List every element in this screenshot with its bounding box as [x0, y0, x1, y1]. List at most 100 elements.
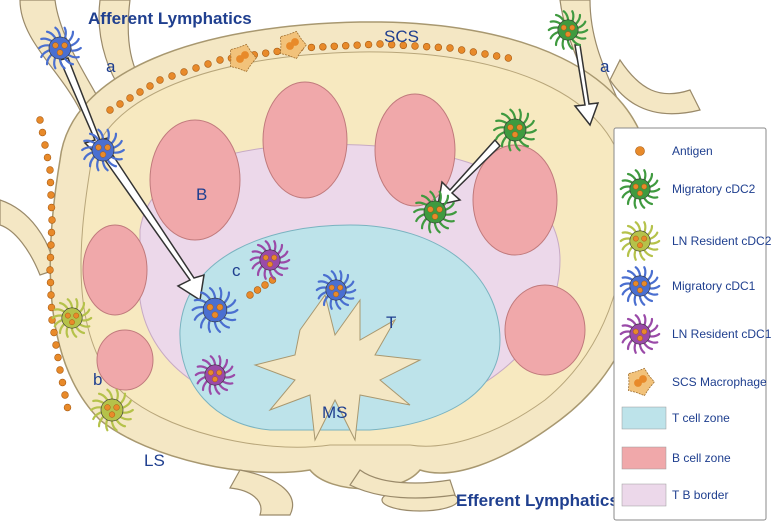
scs-label: SCS	[384, 27, 419, 46]
medullary-sinus	[253, 293, 422, 442]
antigen-dot	[469, 48, 478, 56]
antigen-dot	[422, 42, 431, 51]
antigen-dot	[192, 64, 200, 72]
antigen-dot	[387, 40, 396, 49]
antigen-dot	[50, 328, 58, 337]
efferent-vessel	[229, 469, 459, 516]
antigen-dot	[246, 291, 254, 299]
antigen-dot	[204, 60, 212, 68]
antigen-dot	[399, 41, 408, 50]
legend-item-label: T cell zone	[672, 411, 730, 425]
antigen-dot	[481, 50, 489, 58]
legend-item: T B border	[621, 483, 728, 507]
migratory-cdc2-cell	[493, 108, 537, 152]
antigen-dot	[446, 44, 454, 52]
ls-label: LS	[144, 451, 165, 470]
antigen-dot	[61, 391, 69, 399]
legend-item: Migratory cDC2	[619, 169, 756, 209]
antigen-dot	[52, 341, 60, 349]
antigen-dot	[411, 42, 419, 50]
antigen-dot-icon	[635, 146, 645, 156]
migratory-cdc1-cell	[38, 26, 82, 70]
antigen-dot	[457, 46, 466, 54]
migratory-cdc1-cell	[315, 270, 357, 310]
pathway-a-right-label: a	[600, 57, 610, 76]
legend-item-label: LN Resident cDC1	[672, 327, 772, 341]
antigen-dot	[216, 56, 224, 64]
antigen-dot	[136, 88, 144, 96]
antigen-dot	[47, 203, 56, 212]
antigen-dot	[168, 72, 176, 80]
antigen-dot	[46, 178, 55, 187]
ln-resident-cdc1-cell-icon	[619, 314, 661, 354]
antigen-dot	[46, 253, 55, 262]
antigen-dot	[106, 106, 114, 114]
legend-item-label: Antigen	[672, 144, 713, 158]
antigen-dot	[261, 281, 269, 289]
migratory-cdc2-cell	[413, 190, 457, 234]
legend-item-label: Migratory cDC1	[672, 279, 756, 293]
antigen-dot	[504, 54, 513, 62]
legend-item-label: B cell zone	[672, 451, 731, 465]
scs-macrophage-icon	[628, 367, 655, 397]
antigen-dot	[48, 216, 56, 224]
antigen-dot	[273, 47, 281, 56]
b-cell-zone-swatch	[621, 446, 667, 470]
ms-label: MS	[322, 403, 348, 422]
migration-arrows	[58, 44, 600, 302]
antigen-dot	[126, 94, 134, 102]
antigen-dot	[353, 41, 361, 49]
pathway-a-left-label: a	[106, 57, 116, 76]
pathway-c-label: c	[232, 261, 241, 280]
antigen-dot	[46, 166, 54, 174]
antigen-dots	[36, 40, 513, 412]
antigen-dot	[38, 128, 47, 137]
antigen-dot	[58, 378, 67, 387]
migratory-cdc2-cell-icon	[619, 169, 661, 209]
legend-item: Antigen	[635, 144, 713, 158]
migratory-cdc1-cell	[191, 287, 239, 333]
antigen-dot	[41, 141, 49, 149]
afferent-lymphatics-label: Afferent Lymphatics	[88, 9, 252, 28]
antigen-dot	[47, 191, 55, 199]
antigen-dot	[180, 68, 188, 76]
antigen-dot	[46, 266, 54, 274]
ln-resident-cdc1-cell	[249, 240, 291, 280]
t-b-border-swatch	[621, 483, 667, 507]
scs-macrophage	[230, 43, 257, 73]
b-cell-follicles	[82, 81, 586, 391]
ln-resident-cdc2-cell	[90, 388, 134, 432]
antigen-dot	[56, 366, 64, 374]
scs-macrophage	[280, 30, 307, 60]
antigen-dot	[36, 116, 44, 124]
ln-resident-cdc2-cell	[51, 298, 93, 338]
efferent-lymphatics-label: Efferent Lymphatics	[456, 491, 619, 510]
antigen-dot	[43, 153, 52, 162]
antigen-dot	[434, 43, 443, 52]
antigen-dot	[330, 42, 338, 50]
legend-item: T cell zone	[621, 406, 730, 430]
legend-item-label: T B border	[672, 488, 728, 502]
antigen-dot	[47, 228, 56, 237]
antigen-dot	[307, 43, 316, 52]
antigen-dot	[63, 403, 72, 412]
t-cell-zone-swatch	[621, 406, 667, 430]
antigen-dot	[342, 42, 350, 50]
migratory-cdc1-cell	[81, 128, 125, 172]
antigen-dot	[319, 43, 327, 51]
legend-item: SCS Macrophage	[628, 367, 767, 397]
antigen-dot	[47, 303, 56, 312]
migratory-cdc1-cell-icon	[619, 266, 661, 306]
antigen-dot	[47, 291, 55, 299]
pathway-b-label: b	[93, 370, 102, 389]
b-zone-label: B	[196, 185, 207, 204]
legend-item-label: Migratory cDC2	[672, 182, 756, 196]
legend-item-label: SCS Macrophage	[672, 375, 767, 389]
legend-item: Migratory cDC1	[619, 266, 756, 306]
antigen-dot	[116, 100, 124, 108]
ln-resident-cdc1-cell	[194, 355, 236, 395]
antigen-dot	[54, 353, 62, 362]
legend-item: B cell zone	[621, 446, 731, 470]
